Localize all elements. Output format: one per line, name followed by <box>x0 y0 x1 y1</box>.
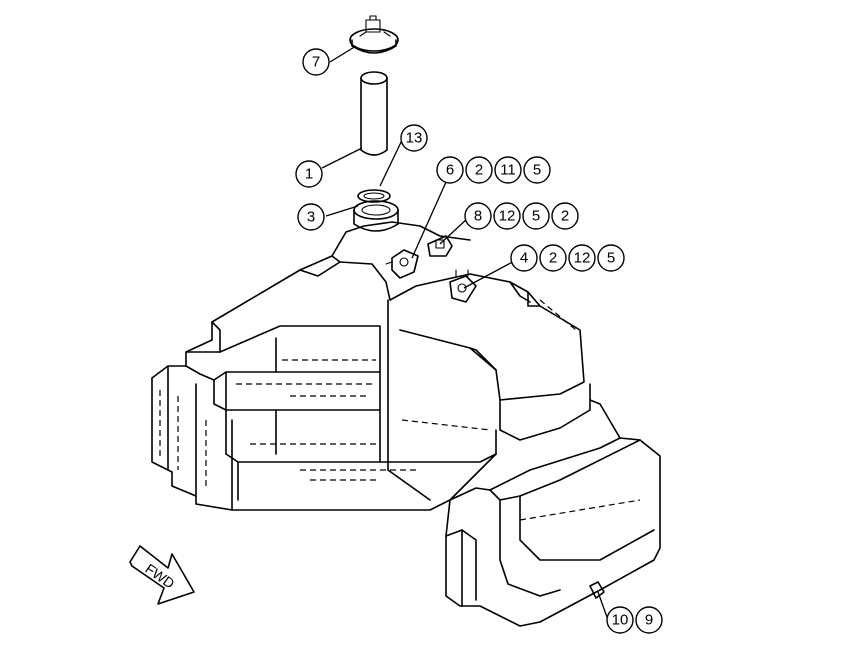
callout-circle <box>606 606 634 634</box>
fwd-label: FWD <box>142 560 177 591</box>
fuel-tank-body <box>151 221 661 627</box>
tank-seam-lines <box>159 299 641 521</box>
callout-number: 13 <box>406 130 423 147</box>
callout-circle <box>465 156 493 184</box>
callout-group-10: 10 9 <box>606 606 663 634</box>
callout-circle <box>464 202 492 230</box>
callout-group-7: 7 <box>302 48 330 76</box>
callout-number: 4 <box>520 250 528 267</box>
callout-circle <box>597 244 625 272</box>
callout-circle <box>494 156 522 184</box>
callout-number: 7 <box>312 54 320 71</box>
callout-circle <box>493 202 521 230</box>
callout-number: 2 <box>549 250 557 267</box>
callout-number: 1 <box>305 166 313 183</box>
drain-plug <box>589 581 605 599</box>
callout-group-13: 13 <box>400 124 428 152</box>
callout-number: 11 <box>500 162 516 179</box>
callout-number: 9 <box>645 612 653 629</box>
callout-group-8: 8 12 5 2 <box>464 202 579 230</box>
callout-circle <box>400 124 428 152</box>
sender-tube <box>360 71 388 156</box>
callout-number: 5 <box>607 250 615 267</box>
callout-circle <box>568 244 596 272</box>
callout-number: 2 <box>561 208 569 225</box>
callout-number: 2 <box>475 162 483 179</box>
callout-number: 5 <box>532 208 540 225</box>
filler-neck-flange <box>353 200 399 232</box>
callout-number: 5 <box>533 162 541 179</box>
callout-circle <box>551 202 579 230</box>
callout-group-3: 3 <box>297 203 325 231</box>
callout-circle <box>510 244 538 272</box>
callout-circle <box>523 156 551 184</box>
callout-number: 12 <box>499 208 516 225</box>
vent-fitting-right <box>427 235 453 257</box>
callout-number: 6 <box>446 162 454 179</box>
callout-circle <box>522 202 550 230</box>
callout-circle <box>297 203 325 231</box>
callout-leaders <box>321 45 609 621</box>
callout-number: 8 <box>474 208 482 225</box>
callout-group-1: 1 <box>295 160 323 188</box>
callout-circle <box>295 160 323 188</box>
callout-number: 10 <box>612 612 629 629</box>
callout-number: 3 <box>307 209 315 226</box>
callout-group-6: 6 2 11 5 <box>436 156 551 184</box>
callout-labels: 7 1 13 3 6 2 11 5 8 12 5 2 4 2 12 5 10 9 <box>295 48 663 634</box>
vent-fitting-left <box>385 249 419 279</box>
callout-circle <box>436 156 464 184</box>
callout-circle <box>539 244 567 272</box>
callout-circle <box>635 606 663 634</box>
sender-fitting-rear <box>449 269 477 303</box>
forward-direction-arrow: FWD <box>129 545 195 605</box>
callout-circle <box>302 48 330 76</box>
callout-group-4: 4 2 12 5 <box>510 244 625 272</box>
callout-number: 12 <box>574 250 591 267</box>
filler-seal-ring <box>357 189 391 203</box>
sender-cap <box>349 15 399 54</box>
